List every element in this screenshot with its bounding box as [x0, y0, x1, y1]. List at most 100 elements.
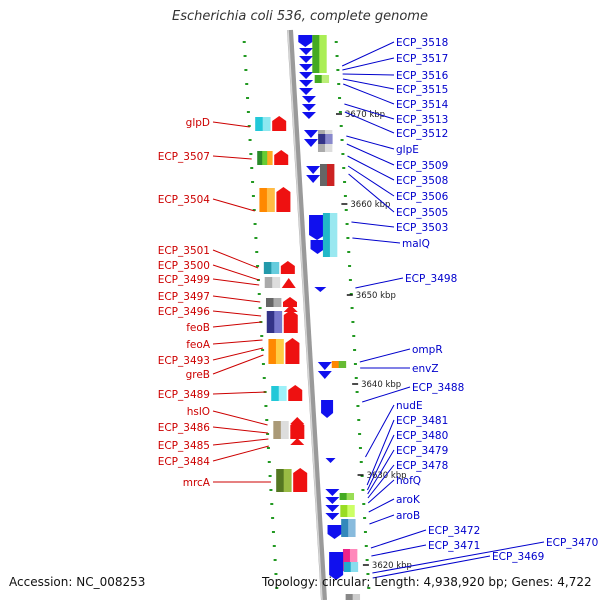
- gene-segment: [273, 421, 282, 439]
- leader-line: [348, 173, 395, 213]
- forward-arrow: [290, 424, 305, 431]
- gene-segment: [264, 277, 273, 288]
- gene-segment: [326, 164, 335, 186]
- gene-label-ECP_3501: ECP_3501: [158, 245, 210, 257]
- gene-segment: [349, 549, 358, 571]
- tick-marks: [242, 41, 371, 589]
- gene-label-ECP_3508: ECP_3508: [396, 175, 448, 187]
- forward-arrow: [285, 338, 300, 364]
- gene-segment: [319, 35, 327, 73]
- gene-segment: [263, 262, 272, 274]
- gene-label-ECP_3471: ECP_3471: [428, 540, 480, 552]
- map-title: Escherichia coli 536, complete genome: [172, 9, 428, 24]
- leader-line: [212, 321, 262, 328]
- reverse-arrow: [303, 130, 318, 138]
- gene-label-ECP_3505: ECP_3505: [396, 207, 448, 219]
- gene-label-feoB: feoB: [186, 322, 210, 334]
- gene-segment: [265, 298, 274, 307]
- reverse-arrow: [299, 80, 314, 87]
- gene-label-glpE: glpE: [396, 144, 419, 156]
- leader-line: [212, 339, 263, 345]
- forward-arrow: [283, 319, 298, 326]
- leader-line: [371, 544, 427, 557]
- leader-line: [346, 135, 395, 150]
- reverse-arrow: [325, 489, 340, 496]
- ruler-label: 3630 kbp: [367, 471, 407, 481]
- forward-gene: [257, 150, 289, 165]
- gene-segment: [350, 562, 359, 572]
- gene-label-ECP_3478: ECP_3478: [396, 460, 448, 472]
- leader-line: [212, 426, 269, 434]
- gene-segment: [348, 519, 356, 537]
- gene-segment: [262, 151, 268, 165]
- gene-label-ECP_3518: ECP_3518: [396, 37, 448, 49]
- leader-line: [367, 479, 395, 504]
- forward-arrow: [280, 261, 295, 274]
- gene-label-malQ: malQ: [402, 238, 430, 250]
- forward-arrow: [290, 417, 305, 424]
- reverse-arrow: [329, 552, 344, 580]
- gene-segment: [325, 134, 333, 144]
- gene-segment: [312, 35, 320, 73]
- gene-label-ECP_3484: ECP_3484: [158, 456, 211, 468]
- gene-segment: [343, 562, 352, 572]
- leader-line: [362, 386, 411, 403]
- backbone: [287, 29, 327, 600]
- reverse-arrow: [299, 72, 314, 79]
- gene-label-ECP_3509: ECP_3509: [396, 160, 448, 172]
- gene-segment: [321, 75, 330, 83]
- leader-line: [212, 347, 264, 361]
- gene-label-greB: greB: [186, 369, 210, 381]
- gene-label-ECP_3498: ECP_3498: [405, 273, 457, 285]
- leader-line: [355, 277, 404, 289]
- ruler-label: 3620 kbp: [372, 561, 412, 571]
- gene-segment: [329, 213, 338, 257]
- ruler-label: 3660 kbp: [350, 200, 390, 210]
- reverse-arrow: [325, 505, 340, 512]
- gene-label-ECP_3493: ECP_3493: [158, 355, 210, 367]
- gene-label-mrcA: mrcA: [183, 477, 211, 489]
- gene-label-glpD: glpD: [186, 117, 210, 129]
- leader-line: [344, 111, 395, 134]
- forward-gene: [255, 116, 287, 131]
- forward-gene: [276, 468, 308, 492]
- gene-segment: [276, 469, 285, 492]
- gene-segment: [342, 549, 351, 571]
- label-leaders: [212, 41, 545, 579]
- reverse-arrow: [301, 112, 316, 119]
- leader-line: [368, 498, 395, 513]
- leader-line: [212, 445, 269, 462]
- reverse-arrow: [321, 400, 334, 418]
- gene-segment: [268, 339, 277, 364]
- reverse-arrow: [299, 64, 314, 71]
- forward-arrow: [274, 150, 289, 165]
- forward-arrow: [293, 468, 308, 492]
- leader-line: [342, 78, 395, 90]
- reverse-arrow: [299, 56, 314, 63]
- reverse-arrow: [309, 215, 326, 240]
- gene-segment: [318, 134, 326, 144]
- gene-segment: [338, 361, 347, 368]
- gene-segment: [275, 339, 284, 364]
- reverse-arrow: [325, 458, 336, 463]
- leader-line: [352, 237, 401, 244]
- leader-line: [366, 434, 395, 491]
- backbone-highlight: [287, 29, 323, 600]
- leader-line: [343, 83, 395, 105]
- gene-segment: [267, 151, 273, 165]
- gene-segment: [274, 311, 283, 333]
- gene-label-ECP_3513: ECP_3513: [396, 114, 448, 126]
- leader-line: [341, 41, 395, 67]
- leader-line: [212, 198, 255, 212]
- leader-line: [344, 103, 395, 120]
- forward-arrow: [290, 438, 305, 445]
- reverse-arrow: [303, 139, 318, 147]
- leader-line: [346, 143, 395, 166]
- reverse-arrow: [325, 513, 340, 520]
- gene-label-envZ: envZ: [412, 363, 439, 375]
- leader-line: [212, 310, 262, 317]
- reverse-arrow: [298, 35, 313, 47]
- reverse-arrow: [299, 48, 314, 55]
